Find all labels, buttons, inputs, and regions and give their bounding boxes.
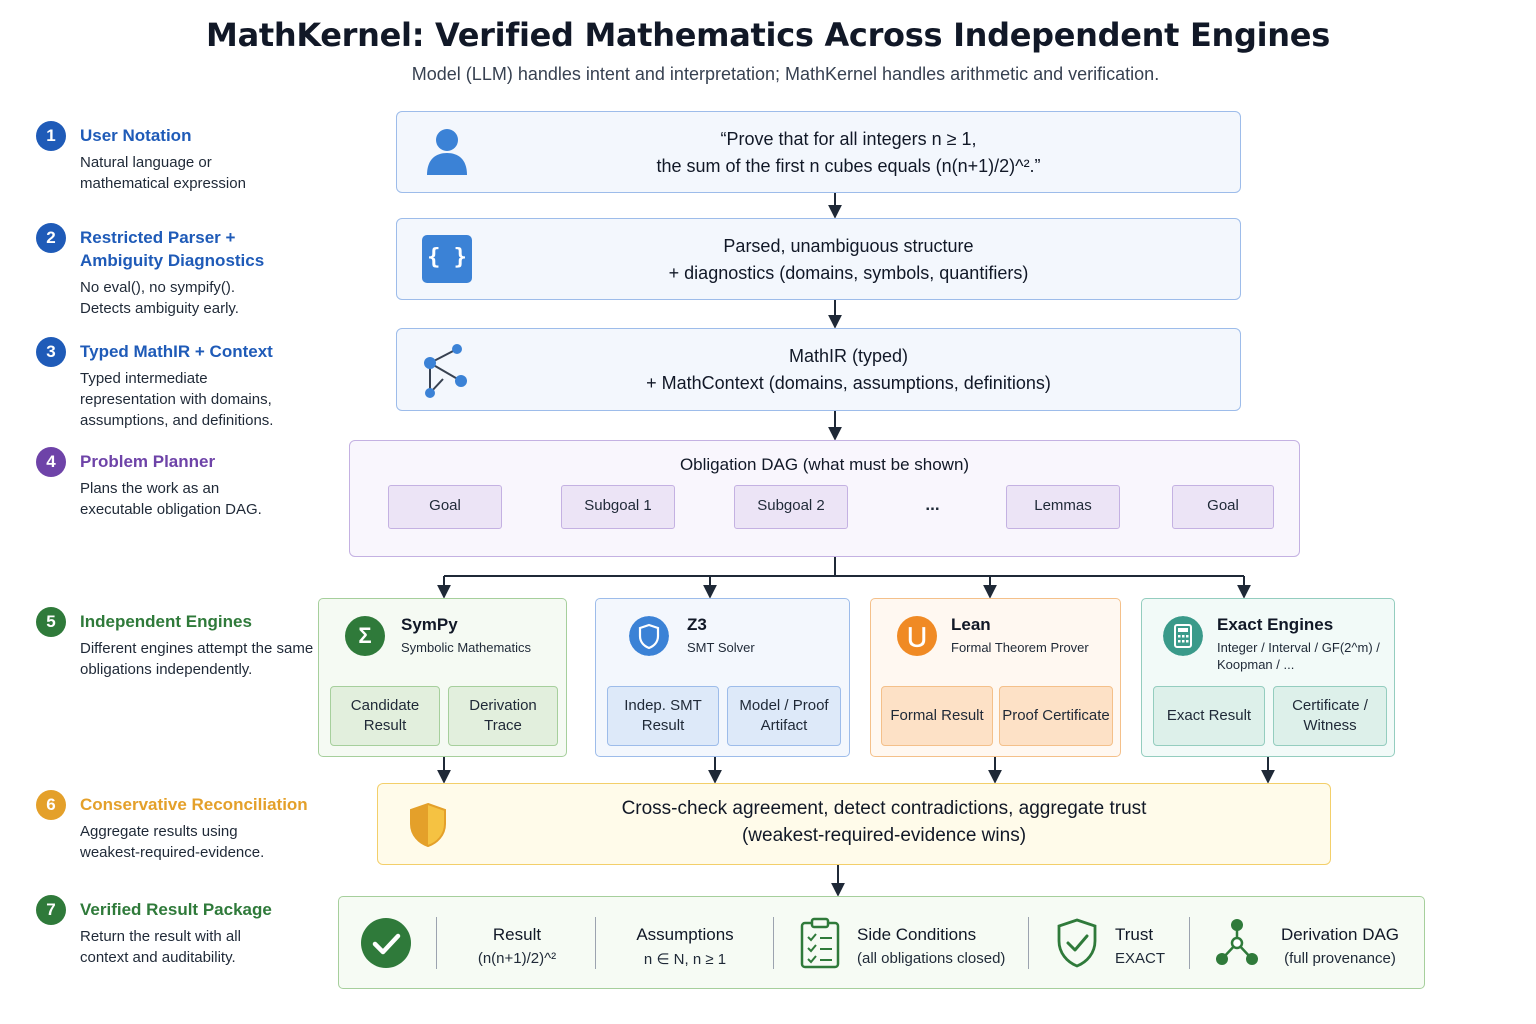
divider [1189,917,1190,969]
step-title: Independent Engines [80,612,252,631]
engine-exact: Exact Engines Integer / Interval / GF(2^… [1141,598,1395,757]
engine-subtitle: Symbolic Mathematics [401,640,532,655]
engine-lean: ⋃ Lean Formal Theorem Prover Formal Resu… [870,598,1121,757]
engine-z3: Z3 SMT Solver Indep. SMT Result Model / … [595,598,850,757]
step-title: Typed MathIR + Context [80,342,273,361]
step-7: 7 Verified Result Package Return the res… [36,895,326,975]
step-desc: Return the result with all context and a… [80,928,241,966]
parsed-line-1: Parsed, unambiguous structure [723,236,974,256]
engine-result: Formal Result [881,686,993,746]
engine-name: Exact Engines [1217,615,1334,634]
step-number: 4 [36,447,66,477]
engine-name: Z3 [687,615,707,634]
dag-node-lemmas: Lemmas [1006,485,1120,529]
page-subtitle: Model (LLM) handles intent and interpret… [411,64,1160,84]
step-4: 4 Problem Planner Plans the work as an e… [36,447,326,527]
shield-icon [629,616,669,656]
step-desc: Aggregate results using weakest-required… [80,823,265,861]
step-desc: Different engines attempt the same oblig… [80,640,314,678]
shield-half-icon [410,802,446,848]
dag-node-goal-final: Goal [1172,485,1274,529]
check-circle-icon [361,918,411,968]
step-title: User Notation [80,126,192,145]
derivation-dag-icon [1216,919,1258,965]
clipboard-checklist-icon [800,917,840,969]
divider [773,917,774,969]
input-line-1: “Prove that for all integers n ≥ 1, [720,129,977,149]
engine-result: Indep. SMT Result [607,686,719,746]
step-1: 1 User Notation Natural language or math… [36,121,326,201]
engine-name: SymPy [401,615,458,634]
engine-artifact: Derivation Trace [448,686,558,746]
step-number: 2 [36,223,66,253]
shield-check-icon [1057,918,1097,968]
step-title: Problem Planner [80,452,216,471]
step-5: 5 Independent Engines Different engines … [36,607,326,687]
obligation-dag-box: Obligation DAG (what must be shown) Goal… [349,440,1300,557]
braces-icon: { } [422,235,472,283]
step-desc: No eval(), no sympify(). Detects ambigui… [80,279,239,317]
divider [595,917,596,969]
engine-result: Candidate Result [330,686,440,746]
result-value: (n(n+1)/2)^² [477,950,557,967]
trust-value: EXACT [1115,950,1166,967]
step-3: 3 Typed MathIR + Context Typed intermedi… [36,337,326,437]
step-number: 6 [36,790,66,820]
parsed-structure-box: { } Parsed, unambiguous structure + diag… [396,218,1241,300]
step-number: 1 [36,121,66,151]
engine-subtitle: Formal Theorem Prover [951,640,1089,655]
step-number: 7 [36,895,66,925]
step-title: Verified Result Package [80,900,272,919]
graph-nodes-icon [424,344,467,398]
divider [1028,917,1029,969]
mathir-box: MathIR (typed) + MathContext (domains, a… [396,328,1241,411]
divider [436,917,437,969]
lean-logo-icon: ⋃ [897,616,937,656]
result-label: Result [492,925,542,944]
engine-subtitle: SMT Solver [687,640,755,655]
step-desc: Plans the work as an executable obligati… [80,480,262,518]
mathir-line-2: + MathContext (domains, assumptions, def… [646,373,1051,393]
dag-node-subgoal-1: Subgoal 1 [561,485,675,529]
engine-subtitle: Integer / Interval / GF(2^m) / Koopman /… [1217,640,1380,672]
dag-node-subgoal-2: Subgoal 2 [734,485,848,529]
reconciliation-line-2: (weakest-required-evidence wins) [741,825,1027,846]
verified-result-package: Result (n(n+1)/2)^² Assumptions n ∈ N, n… [338,896,1425,989]
dag-node-goal: Goal [388,485,502,529]
engine-artifact: Certificate / Witness [1273,686,1387,746]
trust-label: Trust [1115,925,1154,944]
side-conditions-value: (all obligations closed) [857,950,1006,967]
step-title: Restricted Parser + Ambiguity Diagnostic… [80,228,265,270]
input-line-2: the sum of the first n cubes equals (n(n… [656,156,1041,176]
reconciliation-box: Cross-check agreement, detect contradict… [377,783,1331,865]
calculator-icon [1163,616,1203,656]
derivation-dag-label: Derivation DAG [1280,925,1400,944]
derivation-dag-value: (full provenance) [1284,950,1396,967]
parsed-line-2: + diagnostics (domains, symbols, quantif… [668,263,1029,283]
dag-title: Obligation DAG (what must be shown) [679,455,970,474]
step-title: Conservative Reconciliation [80,795,308,814]
user-input-box: “Prove that for all integers n ≥ 1, the … [396,111,1241,193]
engine-artifact: Model / Proof Artifact [727,686,841,746]
step-number: 3 [36,337,66,367]
reconciliation-line-1: Cross-check agreement, detect contradict… [621,798,1147,819]
assumptions-label: Assumptions [636,925,734,944]
engine-sympy: Σ SymPy Symbolic Mathematics Candidate R… [318,598,567,757]
step-6: 6 Conservative Reconciliation Aggregate … [36,790,326,870]
engine-result: Exact Result [1153,686,1265,746]
step-desc: Typed intermediate representation with d… [80,370,274,429]
user-icon [427,129,467,175]
side-conditions-label: Side Conditions [857,925,977,944]
dag-ellipsis: ... [925,495,940,514]
step-2: 2 Restricted Parser + Ambiguity Diagnost… [36,223,326,323]
engine-artifact: Proof Certificate [999,686,1113,746]
step-number: 5 [36,607,66,637]
sigma-icon: Σ [345,616,385,656]
assumptions-value: n ∈ N, n ≥ 1 [643,951,727,968]
page-title: MathKernel: Verified Mathematics Across … [206,16,1330,54]
mathir-line-1: MathIR (typed) [788,346,909,366]
step-desc: Natural language or mathematical express… [80,154,246,192]
engine-name: Lean [951,615,991,634]
